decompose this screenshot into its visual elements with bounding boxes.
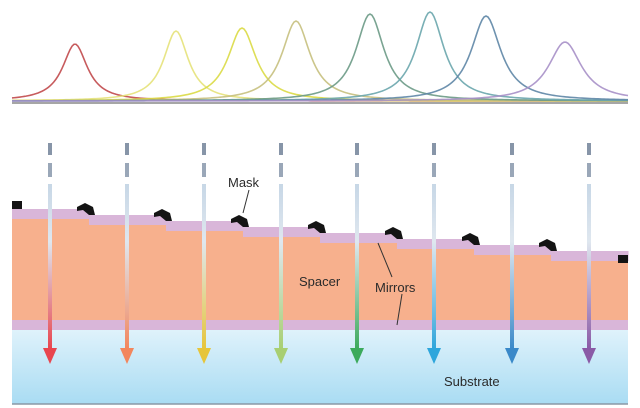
arrow-dash xyxy=(202,143,206,155)
mask-element xyxy=(618,255,628,263)
arrow-head xyxy=(350,348,364,364)
arrow-shaft xyxy=(202,184,206,349)
peak-curve xyxy=(12,13,628,102)
arrow-dash xyxy=(48,163,52,177)
arrow-shaft xyxy=(587,184,591,349)
arrow-shaft xyxy=(432,184,436,349)
arrow-dash xyxy=(279,143,283,155)
arrow-dash xyxy=(432,163,436,177)
mirrors-label: Mirrors xyxy=(375,280,416,295)
arrow-shaft xyxy=(510,184,514,349)
arrow-head xyxy=(582,348,596,364)
mask-element xyxy=(462,233,480,245)
mask-element xyxy=(539,239,557,251)
arrow-dash xyxy=(510,143,514,155)
mask-elements xyxy=(12,201,628,263)
light-arrows xyxy=(43,143,596,364)
light-arrow xyxy=(120,143,134,364)
substrate-layer xyxy=(12,330,628,404)
arrow-dash xyxy=(202,163,206,177)
mask-element xyxy=(154,209,172,221)
light-arrow xyxy=(427,143,441,364)
mask-element xyxy=(308,221,326,233)
spacer-label: Spacer xyxy=(299,274,341,289)
mask-element xyxy=(77,203,95,215)
mask-leader-line xyxy=(242,189,250,214)
arrow-dash xyxy=(510,163,514,177)
light-arrow xyxy=(350,143,364,364)
mask-label: Mask xyxy=(228,175,260,190)
peak-curve xyxy=(12,41,629,102)
arrow-dash xyxy=(48,143,52,155)
transmission-peaks xyxy=(11,11,629,102)
peak-curve xyxy=(12,11,629,102)
mask-element xyxy=(231,215,249,227)
light-arrow xyxy=(505,143,519,364)
mirrors-leader-line-lower xyxy=(396,293,403,326)
mirrors-leader-line-upper xyxy=(377,242,393,278)
arrow-dash xyxy=(279,163,283,177)
substrate-label: Substrate xyxy=(444,374,500,389)
arrow-shaft xyxy=(279,184,283,349)
light-arrow xyxy=(197,143,211,364)
arrow-dash xyxy=(355,163,359,177)
arrow-dash xyxy=(125,143,129,155)
arrow-dash xyxy=(587,163,591,177)
arrow-shaft xyxy=(48,184,52,349)
mask-element xyxy=(385,227,403,239)
arrow-dash xyxy=(125,163,129,177)
arrow-dash xyxy=(432,143,436,155)
arrow-dash xyxy=(587,143,591,155)
arrow-head xyxy=(427,348,441,364)
bottom-mirror-layer xyxy=(12,320,628,330)
arrow-shaft xyxy=(125,184,129,349)
arrow-shaft xyxy=(355,184,359,349)
arrow-head xyxy=(120,348,134,364)
light-arrow xyxy=(582,143,596,364)
arrow-head xyxy=(43,348,57,364)
peak-curve xyxy=(12,15,629,102)
arrow-head xyxy=(274,348,288,364)
arrow-dash xyxy=(355,143,359,155)
arrow-head xyxy=(197,348,211,364)
spacer-layer xyxy=(12,219,628,320)
light-arrow xyxy=(274,143,288,364)
arrow-head xyxy=(505,348,519,364)
light-arrow xyxy=(43,143,57,364)
mask-element xyxy=(12,201,22,209)
